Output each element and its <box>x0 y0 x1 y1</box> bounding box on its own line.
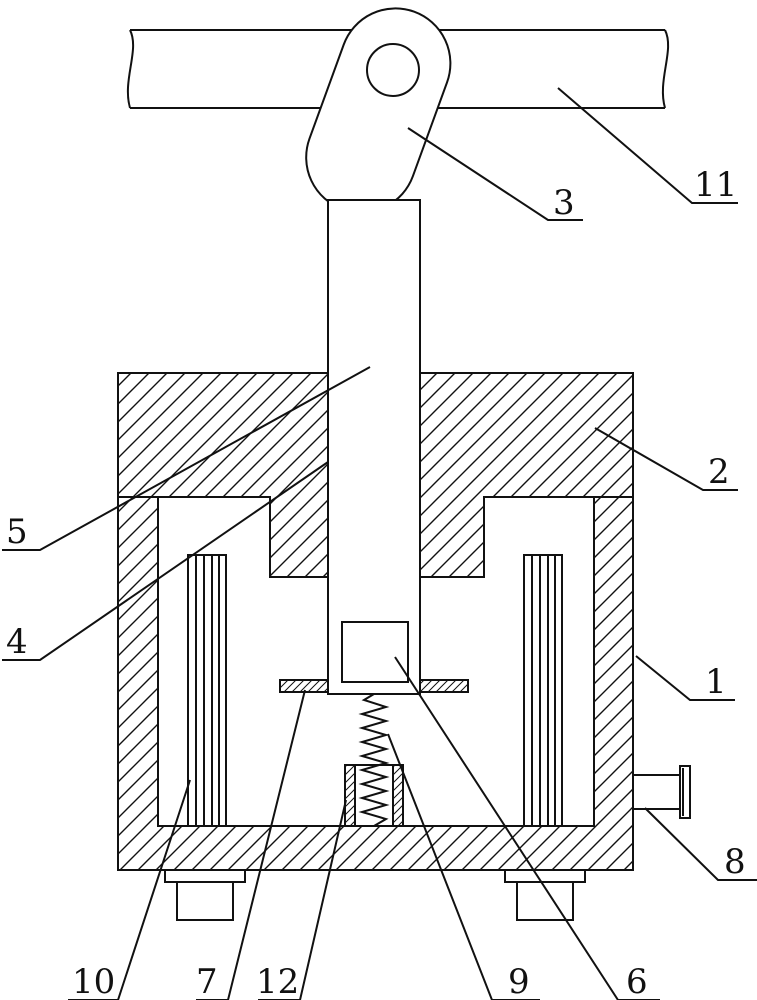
label-5: 5 <box>6 512 28 552</box>
label-1: 1 <box>705 662 727 702</box>
label-11: 11 <box>694 165 737 205</box>
leader-lines <box>2 87 757 1000</box>
plunger-rod-part-5 <box>327 199 421 695</box>
top-cap-part-2 <box>117 372 634 578</box>
label-7: 7 <box>196 962 218 1000</box>
part-labels: 11 3 2 5 4 1 8 6 9 12 7 10 <box>6 165 746 1000</box>
label-8: 8 <box>724 842 746 882</box>
housing-part-1 <box>117 496 634 871</box>
label-10: 10 <box>72 962 115 1000</box>
block-part-6 <box>341 621 409 683</box>
cam-part-3 <box>305 7 452 214</box>
coil-stack-right-part-10 <box>523 554 563 827</box>
foot-right <box>504 869 586 921</box>
label-9: 9 <box>508 962 530 1000</box>
label-4: 4 <box>6 622 28 662</box>
label-3: 3 <box>553 183 575 223</box>
coil-stack-left-part-10 <box>187 554 227 827</box>
label-6: 6 <box>626 962 648 1000</box>
side-fitting-part-8 <box>632 765 691 819</box>
label-12: 12 <box>256 962 299 1000</box>
label-2: 2 <box>708 452 730 492</box>
flange-right-part-7 <box>419 679 469 693</box>
foot-left <box>164 869 246 921</box>
spring-part-9 <box>358 693 390 827</box>
